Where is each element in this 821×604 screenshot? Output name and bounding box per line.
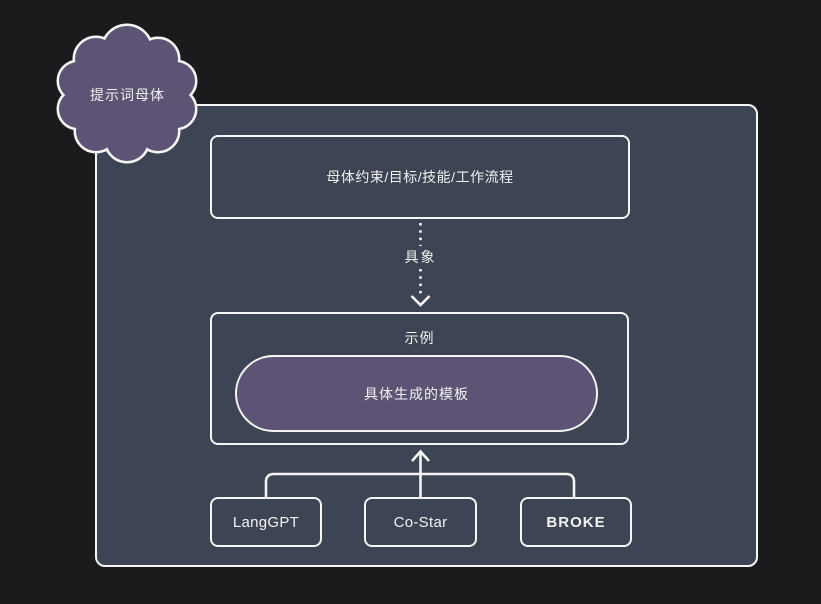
framework-box-broke: BROKE	[520, 497, 632, 547]
example-box	[210, 312, 629, 445]
framework-label: LangGPT	[232, 513, 300, 531]
example-title: 示例	[404, 330, 435, 346]
matrix-constraints-label: 母体约束/目标/技能/工作流程	[326, 169, 514, 185]
framework-label: Co-Star	[393, 513, 448, 531]
framework-box-langgpt: LangGPT	[210, 497, 322, 547]
cloud-label: 提示词母体	[90, 87, 165, 103]
transform-label: 具象	[404, 249, 437, 265]
framework-box-costar: Co-Star	[364, 497, 477, 547]
framework-label: BROKE	[546, 513, 606, 531]
matrix-constraints-box: 母体约束/目标/技能/工作流程	[210, 135, 630, 219]
generated-template-pill: 具体生成的模板	[235, 355, 598, 432]
generated-template-label: 具体生成的模板	[364, 385, 469, 402]
